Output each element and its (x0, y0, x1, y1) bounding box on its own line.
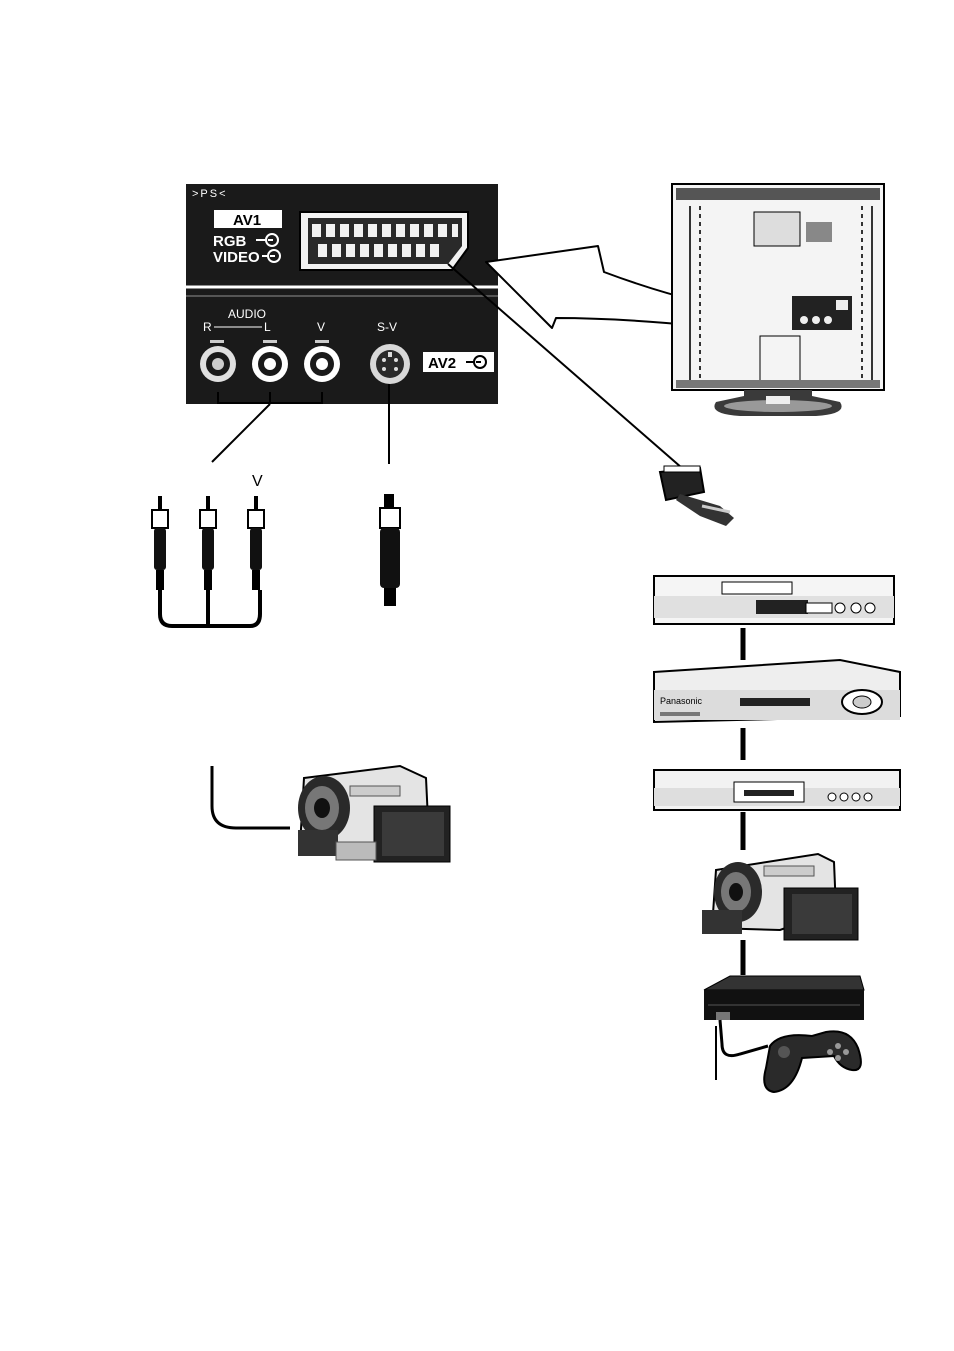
camcorder-right-illustration (702, 854, 858, 940)
scart-plug (660, 466, 734, 526)
audio-l-label: L (264, 320, 271, 334)
tv-rear-illustration (672, 184, 884, 416)
video-v-label: V (317, 320, 325, 334)
s-video-plug (380, 494, 400, 606)
cable-v-label: V (252, 473, 263, 490)
rgb-label: RGB (213, 233, 247, 250)
av1-label: AV1 (233, 212, 261, 229)
recorder-illustration (654, 770, 900, 810)
game-controller-illustration (716, 1020, 861, 1092)
scart-socket (300, 212, 468, 270)
vcr-illustration (654, 576, 894, 624)
dvd-brand-label: Panasonic (660, 696, 703, 706)
rca-leader-line (212, 404, 270, 462)
connector-panel: >PS< AV1 RGB VIDEO (186, 184, 498, 404)
camcorder-left-illustration (298, 766, 450, 862)
audio-label: AUDIO (228, 307, 266, 321)
s-video-jack (370, 344, 410, 384)
audio-r-label: R (203, 320, 212, 334)
av2-label: AV2 (428, 355, 456, 372)
s-video-label: S-V (377, 320, 397, 334)
camcorder-cable (212, 766, 290, 828)
dvd-player-illustration: Panasonic (654, 660, 900, 722)
game-console-illustration (704, 976, 864, 1020)
rca-cable-plugs (152, 496, 264, 626)
video-label: VIDEO (213, 249, 260, 266)
ps-label: >PS< (192, 188, 228, 200)
